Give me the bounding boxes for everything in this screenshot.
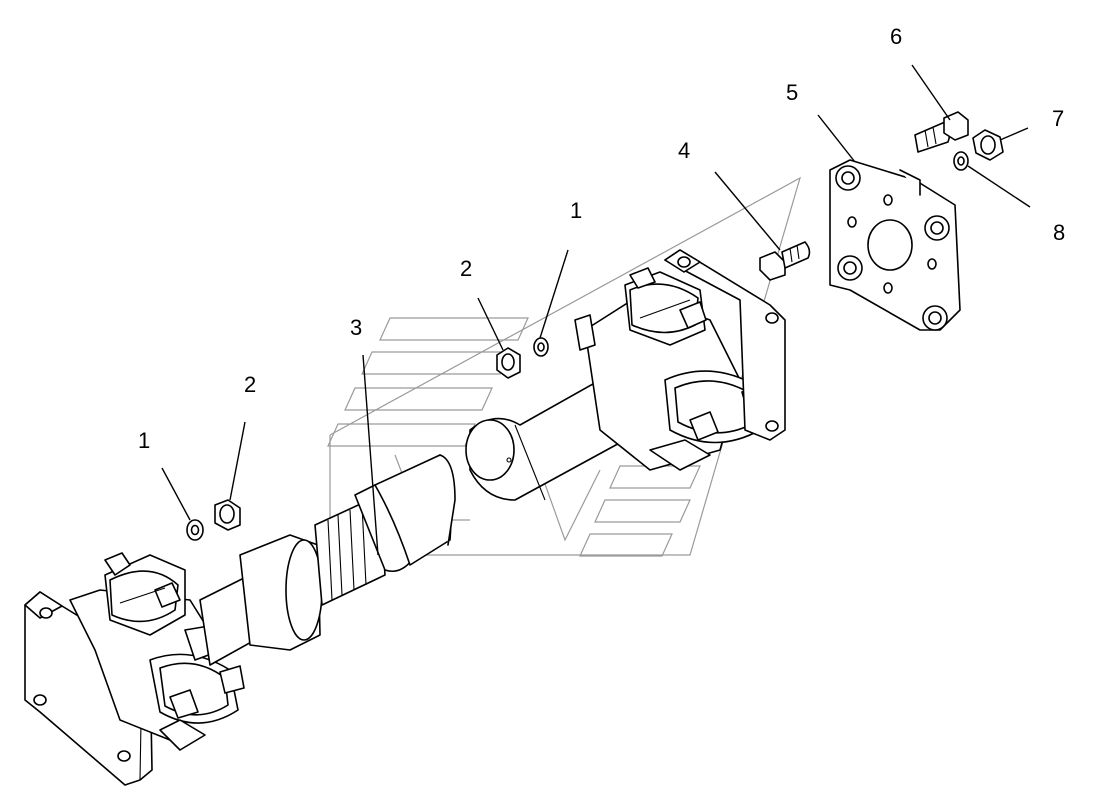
right-universal-joint [574,267,766,471]
callout-3: 3 [350,315,362,340]
leader-8 [967,165,1031,208]
bolt-4 [759,241,811,281]
leader-3 [362,354,379,556]
middle-washer [533,337,549,357]
leader-2a [229,421,246,501]
right-tube [465,379,627,501]
right-flange [664,249,786,441]
left-universal-joint [69,552,245,751]
callout-8: 8 [1053,220,1065,245]
leader-6 [911,64,951,121]
left-flange [24,591,153,786]
leader-lines [161,64,1031,556]
callout-2b: 2 [460,256,472,281]
leader-7 [999,127,1029,141]
callout-4: 4 [678,138,690,163]
leader-1a [161,467,191,521]
left-washer [186,519,204,541]
washer-8 [953,151,969,171]
left-nut [214,499,241,531]
callout-7: 7 [1052,106,1064,131]
bolt-6 [914,111,969,153]
callout-5: 5 [786,80,798,105]
leader-2b [477,297,504,351]
callout-6: 6 [890,24,902,49]
callout-numbers: 1 2 3 2 1 4 5 6 7 8 [138,24,1065,453]
leader-5 [817,114,856,163]
leader-4 [714,171,781,251]
companion-flange-5 [829,159,961,331]
nut-7 [972,129,1004,161]
left-shaft-spline [199,454,456,666]
callout-1b: 1 [570,198,582,223]
callout-2a: 2 [244,372,256,397]
leader-1b [539,249,569,339]
callout-1a: 1 [138,428,150,453]
middle-nut [496,347,521,379]
